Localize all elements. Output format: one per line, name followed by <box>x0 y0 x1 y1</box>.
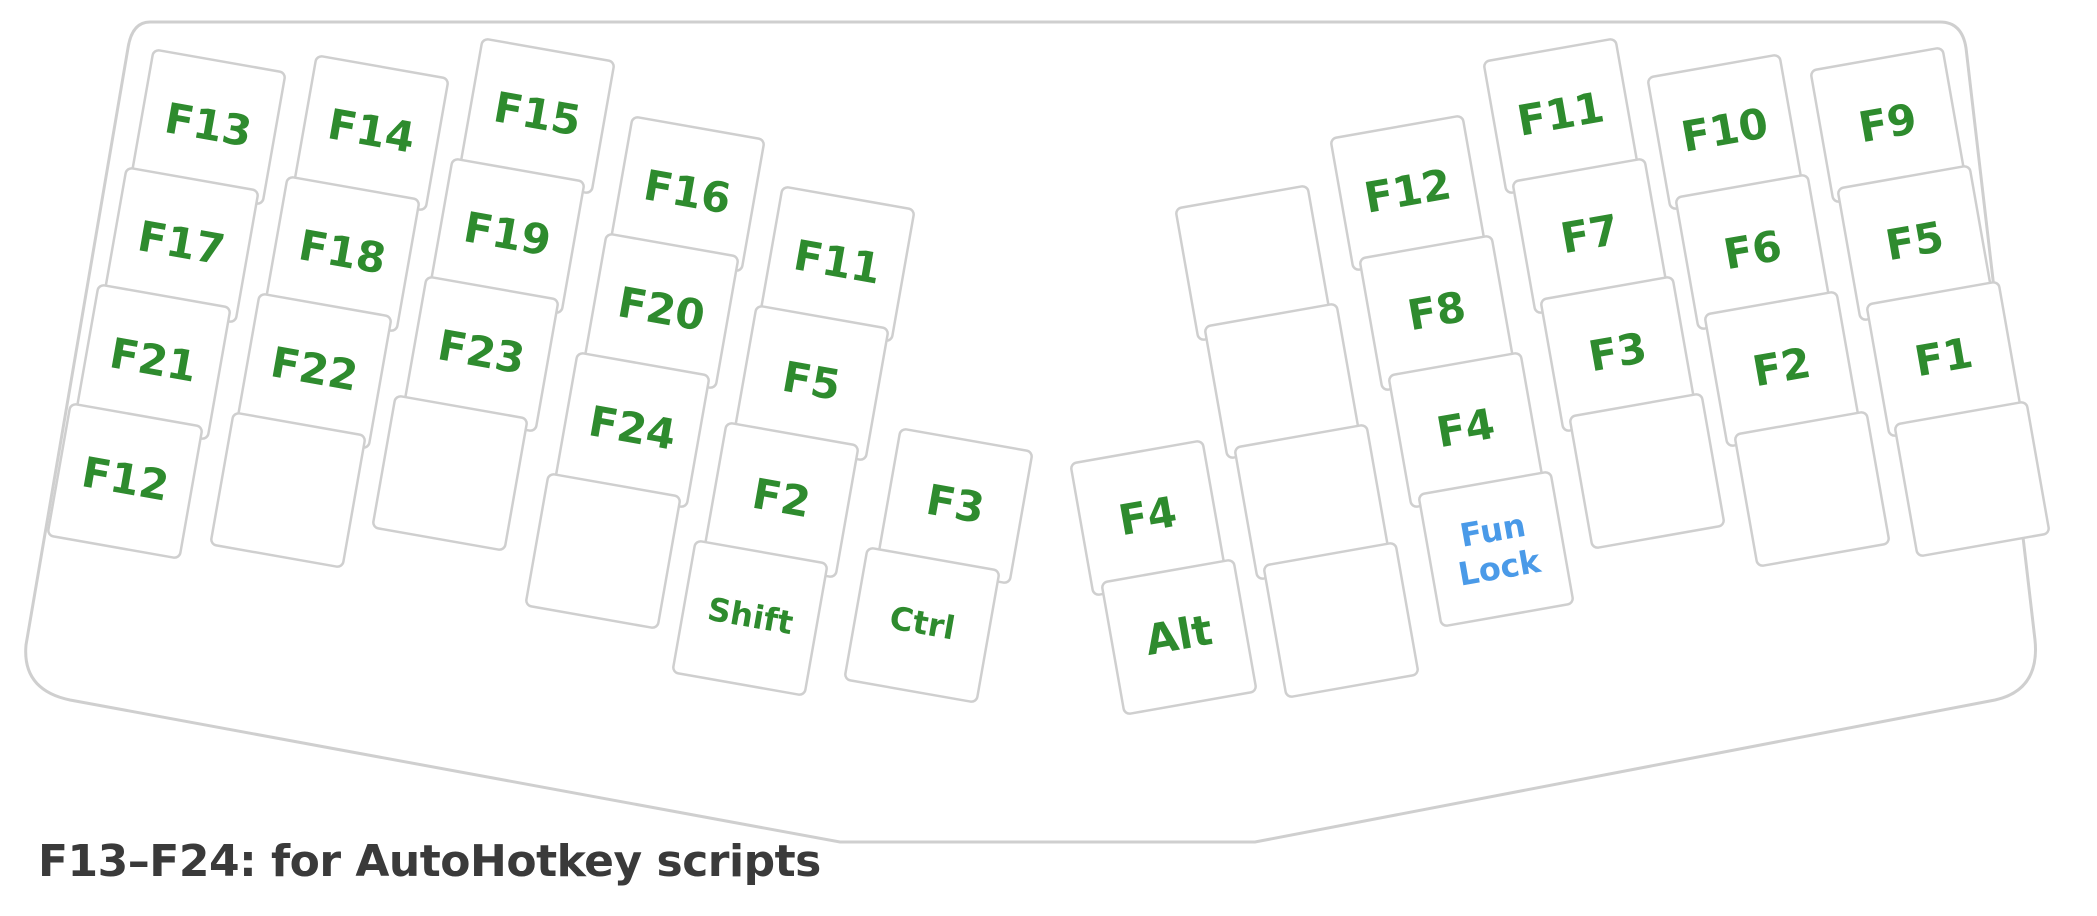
keycap-outline <box>844 547 1000 703</box>
key-right-blank-3-3 <box>1734 411 1890 567</box>
key-left-f11: F11 <box>759 186 915 342</box>
key-right-f1: F1 <box>1866 281 2022 437</box>
key-left-f23: F23 <box>403 276 559 432</box>
key-right-blank-2-3 <box>1569 393 1725 549</box>
key-left-f16: F16 <box>609 116 765 272</box>
key-left-f14: F14 <box>293 55 449 211</box>
key-label: F2 <box>749 469 815 527</box>
key-left-f12: F12 <box>47 403 203 559</box>
key-left-f17: F17 <box>103 167 259 323</box>
key-label: F6 <box>1720 221 1786 279</box>
key-label: F4 <box>1115 487 1181 545</box>
key-right-thumb-f4: F4 <box>1070 440 1226 596</box>
key-right-f11: F11 <box>1483 38 1639 194</box>
key-label: F2 <box>1749 338 1815 396</box>
key-left-f13: F13 <box>130 49 286 205</box>
key-label: F1 <box>1911 328 1977 386</box>
key-right-blank-4-3 <box>1894 401 2050 557</box>
key-left-blank-3-3 <box>525 473 681 629</box>
key-label: F3 <box>923 475 989 533</box>
key-left-f24: F24 <box>554 352 710 508</box>
keycap-outline <box>672 540 828 696</box>
key-left-f18: F18 <box>264 176 420 332</box>
key-left-f20: F20 <box>583 233 739 389</box>
key-left-f22: F22 <box>236 293 392 449</box>
key-left-thumb-f3: F3 <box>877 428 1033 584</box>
key-label: F7 <box>1557 205 1623 263</box>
key-label: F3 <box>1585 323 1651 381</box>
key-right-f7: F7 <box>1512 158 1668 314</box>
key-left-f2: F2 <box>703 422 859 578</box>
key-label: F9 <box>1855 94 1921 152</box>
key-left-f21: F21 <box>75 284 231 440</box>
keycap-outline <box>47 403 203 559</box>
key-right-f12: F12 <box>1330 115 1486 271</box>
keyboard-outline <box>24 20 2037 844</box>
key-label: F8 <box>1404 282 1470 340</box>
key-right-blank-0-3 <box>1263 542 1419 698</box>
key-right-f10: F10 <box>1647 54 1803 210</box>
key-label: F4 <box>1433 399 1499 457</box>
key-left-f19: F19 <box>429 158 585 314</box>
keycap-outline <box>525 473 681 629</box>
keycap-outline <box>1734 411 1890 567</box>
keycap-outline <box>1418 471 1574 627</box>
key-right-f8: F8 <box>1359 235 1515 391</box>
key-left-thumb-ctrl: Ctrl <box>844 547 1000 703</box>
key-left-shift: Shift <box>672 540 828 696</box>
key-left-blank-2-3 <box>372 395 528 551</box>
key-left-f15: F15 <box>459 38 615 194</box>
keys-layer: F13F17F21F12F14F18F22F15F19F23F16F20F24F… <box>47 38 2050 715</box>
key-label: F5 <box>779 352 845 410</box>
key-left-blank-1-3 <box>210 412 366 568</box>
key-label: Alt <box>1141 605 1215 665</box>
key-right-f9: F9 <box>1810 47 1966 203</box>
keycap-outline <box>1569 393 1725 549</box>
keycap-outline <box>1263 542 1419 698</box>
key-right-f5: F5 <box>1837 165 1993 321</box>
keycap-outline <box>210 412 366 568</box>
keycap-outline <box>1894 401 2050 557</box>
keycap-outline <box>1101 559 1257 715</box>
key-label: F5 <box>1882 212 1948 270</box>
caption-text: F13–F24: for AutoHotkey scripts <box>38 836 821 887</box>
keycap-outline <box>372 395 528 551</box>
key-right-f4: F4 <box>1388 352 1544 508</box>
key-left-f5: F5 <box>733 305 889 461</box>
key-right-thumb-alt: Alt <box>1101 559 1257 715</box>
